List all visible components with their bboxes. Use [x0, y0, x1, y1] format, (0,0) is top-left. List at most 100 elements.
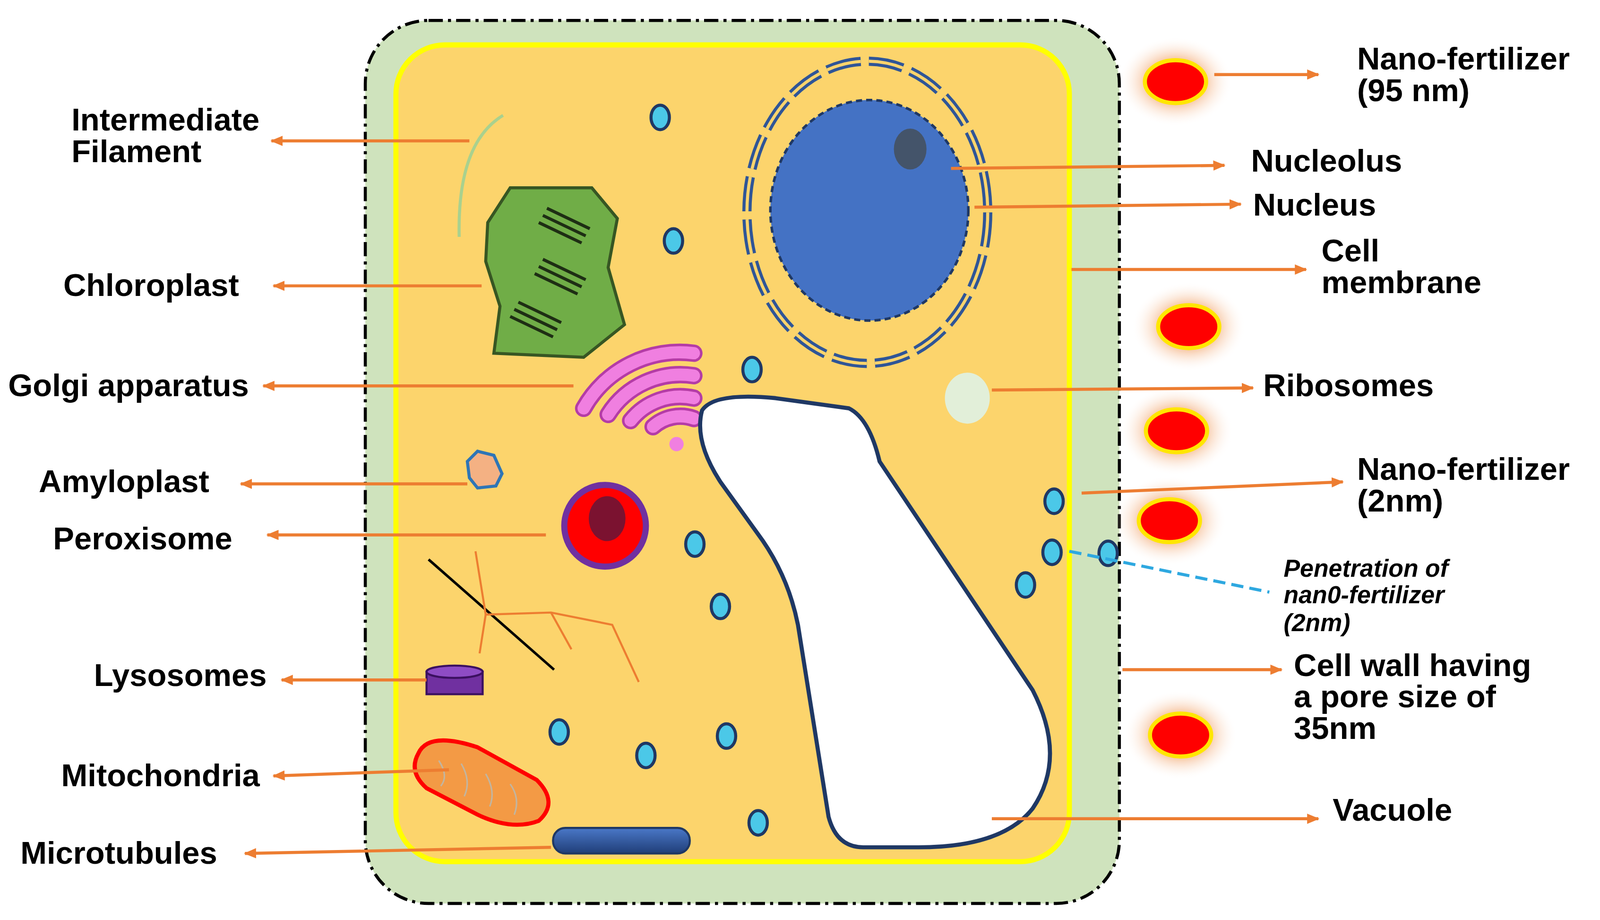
golgi-apparatus-part-part — [653, 415, 694, 427]
cytoskeleton-fibres-part — [475, 550, 639, 682]
nano-fertilizer-large-part-part — [1138, 498, 1201, 542]
cytoskeleton-fibres-part — [479, 614, 486, 654]
nano-fertilizer-large-part — [1123, 689, 1238, 780]
nano-fertilizer-small-part — [711, 593, 730, 619]
part-label: Mitochondria — [61, 759, 368, 792]
leader-lines-part — [263, 384, 574, 388]
part-label: Amyloplast — [38, 465, 345, 498]
leader-lines-part — [991, 387, 1254, 390]
penetration-pointer-part — [1069, 550, 1270, 592]
leader-lines-part — [273, 769, 449, 776]
leader-lines-part — [271, 139, 470, 143]
penetration-pointer — [1069, 550, 1270, 592]
leader-lines-part — [281, 678, 427, 681]
lysosome-part — [426, 665, 483, 678]
mitochondrion-part-part — [438, 760, 445, 786]
cytoskeleton-fibres — [428, 550, 639, 682]
microtubule — [552, 827, 690, 853]
nano-fertilizer-small-part — [748, 810, 768, 835]
vacuole-part — [700, 396, 1050, 847]
nano-fertilizer-small-part — [717, 723, 736, 749]
leader-lines-part — [1081, 481, 1343, 493]
leader-lines-part — [1214, 72, 1319, 76]
nano-fertilizer-small-part — [1042, 539, 1062, 565]
cell-wall-part — [365, 20, 1120, 904]
nano-fertilizer-small-part — [550, 719, 569, 744]
chloroplast-part-part — [534, 273, 578, 294]
chloroplast-part — [485, 187, 625, 357]
chloroplast-part-part — [538, 222, 582, 243]
part-label: Cell membrane — [1321, 234, 1506, 299]
mitochondrion-part — [414, 739, 549, 825]
golgi-apparatus-part-part — [653, 415, 694, 427]
nano-fertilizer-small-part — [685, 531, 705, 557]
nano-fertilizer-small-part — [664, 228, 683, 254]
nano-fertilizer-large-part-part — [1118, 36, 1233, 127]
part-label: Intermediate Filament — [71, 103, 276, 168]
part-label: Nucleus — [1253, 188, 1560, 221]
chloroplast-part — [510, 208, 590, 337]
ribosome-part — [945, 372, 990, 424]
nano-fertilizer-small-part — [1016, 572, 1035, 597]
nano-fertilizer-large-part-part — [1145, 409, 1208, 453]
chloroplast-part-part — [546, 208, 590, 229]
chloroplast-part-part — [510, 316, 554, 337]
part-label: Vacuole — [1332, 793, 1588, 826]
nano-fertilizer-small-part — [1044, 488, 1064, 514]
ribosome — [945, 372, 990, 424]
leader-lines-part — [240, 481, 468, 485]
peroxisome — [564, 484, 646, 567]
leader-lines — [240, 74, 1343, 854]
chloroplast-part-part — [518, 301, 562, 323]
chloroplast — [485, 187, 625, 357]
chloroplast-part-part — [514, 309, 558, 330]
nucleus-part — [747, 61, 989, 364]
mitochondrion-part-part — [510, 783, 517, 815]
cell-wall — [365, 20, 1120, 904]
nano-fertilizer-large-part — [1131, 281, 1247, 372]
leader-lines-part — [951, 165, 1225, 169]
intermediate-filament-part — [459, 115, 504, 237]
leader-lines-part — [1071, 267, 1307, 271]
golgi-apparatus-part — [669, 436, 684, 451]
peroxisome-part — [564, 484, 646, 567]
chloroplast-part-part — [542, 215, 586, 236]
chloroplast-part-part — [538, 266, 582, 287]
nano-fertilizer-large-part-part — [1131, 281, 1247, 372]
nucleus-part — [747, 61, 989, 364]
part-label: Ribosomes — [1263, 369, 1570, 402]
part-label: Nano-fertilizer (2nm) — [1357, 453, 1597, 517]
mitochondrion-part-part — [461, 763, 468, 796]
nano-fertilizer-small — [550, 104, 1118, 835]
microtubule-part — [552, 827, 690, 853]
nano-fertilizer-small-part — [651, 104, 670, 130]
golgi-apparatus — [583, 352, 694, 451]
peroxisome-part — [588, 495, 626, 541]
nano-fertilizer-large-part-part — [1119, 385, 1234, 476]
part-label: Lysosomes — [94, 659, 401, 691]
nano-fertilizer-large-part — [1119, 385, 1234, 476]
intermediate-filament — [459, 115, 504, 237]
part-label: Chloroplast — [63, 269, 370, 302]
mitochondrion-part-part — [485, 773, 492, 807]
leader-lines-part — [974, 204, 1241, 207]
note-label: Penetration of nan0-fertilizer (2nm) — [1283, 555, 1466, 637]
mitochondrion — [414, 739, 549, 825]
part-label: Nucleolus — [1250, 145, 1557, 177]
nano-fertilizer-small-part — [742, 357, 762, 382]
nano-fertilizer-large-part — [1118, 36, 1233, 127]
amyloplast — [467, 450, 502, 488]
part-label: Golgi apparatus — [8, 369, 315, 402]
nucleus — [747, 61, 989, 364]
golgi-apparatus-part — [583, 352, 694, 427]
golgi-apparatus-part — [583, 352, 694, 427]
leader-lines-part — [244, 846, 551, 853]
amyloplast-part — [467, 450, 502, 488]
leader-lines-part — [1122, 667, 1282, 671]
vacuole — [700, 396, 1050, 847]
chloroplast-part-part — [542, 258, 586, 280]
nano-fertilizer-large-part-part — [1150, 713, 1212, 757]
part-label: Cell wall having a pore size of 35nm — [1293, 648, 1548, 744]
nucleus-part — [770, 100, 969, 321]
